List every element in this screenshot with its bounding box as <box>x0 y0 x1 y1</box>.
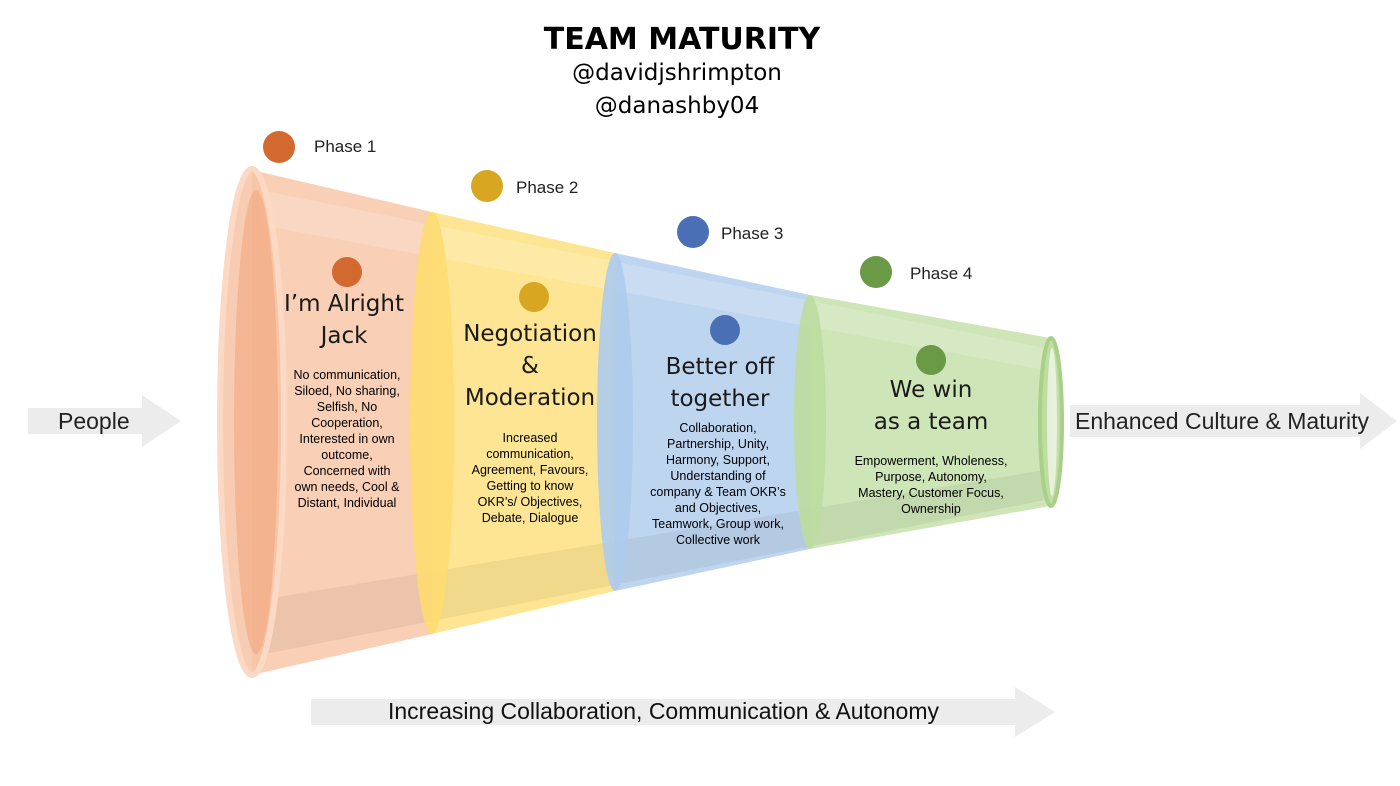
stage-4-title-line: as a team <box>873 409 989 435</box>
stage-3-description-line: Collaboration, <box>679 421 757 435</box>
output-arrow-label: Enhanced Culture & Maturity <box>1075 408 1370 434</box>
diagram-title: TEAM MATURITY <box>543 22 821 57</box>
phase-4-funnel-section <box>810 295 1050 549</box>
phase-1-marker-icon <box>263 131 295 163</box>
stage-3-description: Collaboration, Partnership, Unity, Harmo… <box>638 420 798 548</box>
phase-2-label: Phase 2 <box>516 178 579 197</box>
stage-3-description-line: Understanding of <box>670 469 766 483</box>
phase-1-funnel-section <box>252 170 432 675</box>
stage-1-description-line: No communication, <box>293 368 401 382</box>
stage-4-description-line: Purpose, Autonomy, <box>875 470 987 484</box>
bottom-arrow-label: Increasing Collaboration, Communication … <box>388 698 940 724</box>
stage-2-description-line: Increased <box>502 431 558 445</box>
stage-4-dot-icon <box>916 345 946 375</box>
stage-1-description-line: Cooperation, <box>311 416 383 430</box>
phase-4-marker-icon <box>860 256 892 288</box>
phase-2-marker-icon <box>471 170 503 202</box>
stage-2-title: Negotiation & Moderation <box>455 318 605 414</box>
phase-3-junction-ring <box>597 253 633 591</box>
phase-4-junction-ring <box>794 295 826 549</box>
stage-2-description-line: OKR’s/ Objectives, <box>477 495 583 509</box>
stage-1-description-line: Siloed, No sharing, <box>294 384 400 398</box>
stage-1-description-line: outcome, <box>321 448 373 462</box>
funnel-small-end-opening <box>1047 348 1057 496</box>
stage-2-title-line: Negotiation <box>463 321 597 347</box>
stage-4-description-line: Empowerment, Wholeness, <box>854 454 1008 468</box>
stage-1-description-line: Interested in own <box>299 432 395 446</box>
stage-3-title: Better off together <box>640 351 800 415</box>
stage-4-description-line: Mastery, Customer Focus, <box>858 486 1004 500</box>
stage-2-description: Increased communication, Agreement, Favo… <box>459 430 601 526</box>
tube-inner-shadow <box>260 470 1045 655</box>
stage-2-description-line: communication, <box>486 447 574 461</box>
bottom-arrow <box>311 687 1055 737</box>
stage-4-description-line: Ownership <box>901 502 961 516</box>
stage-1-description-line: Distant, Individual <box>297 496 397 510</box>
phase-3-label: Phase 3 <box>721 224 784 243</box>
stage-3-title-line: together <box>670 386 770 412</box>
phase-2-funnel-section <box>432 212 615 634</box>
author-handle-2: @danashby04 <box>594 93 760 119</box>
tube-inner-shading <box>260 190 1045 370</box>
stage-1-description-line: Selfish, No <box>316 400 378 414</box>
phase-3-funnel-section <box>615 253 810 591</box>
phase-2-junction-ring <box>410 212 454 634</box>
phase-4-label: Phase 4 <box>910 264 973 283</box>
output-arrow <box>1070 393 1397 449</box>
stage-2-description-line: Getting to know <box>486 479 574 493</box>
phase-3-marker-icon <box>677 216 709 248</box>
stage-1-dot-icon <box>332 257 362 287</box>
stage-2-description-line: Agreement, Favours, <box>471 463 589 477</box>
stage-4-title: We win as a team <box>851 374 1011 438</box>
stage-2-description-line: Debate, Dialogue <box>481 511 579 525</box>
stage-1-title-line: Jack <box>320 323 368 349</box>
stage-1-title: I’m Alright Jack <box>269 288 419 352</box>
input-arrow <box>28 395 181 447</box>
stage-4-title-line: We win <box>889 377 973 403</box>
input-arrow-label: People <box>58 408 130 434</box>
stage-3-description-line: company & Team OKR’s <box>650 485 786 499</box>
phase-1-label: Phase 1 <box>314 137 377 156</box>
stage-4-description: Empowerment, Wholeness, Purpose, Autonom… <box>842 453 1020 517</box>
stage-2-title-line: Moderation <box>464 385 596 411</box>
stage-1-description: No communication, Siloed, No sharing, Se… <box>281 367 413 511</box>
stage-1-title-line: I’m Alright <box>284 291 404 317</box>
author-handle-1: @davidjshrimpton <box>572 60 782 86</box>
stage-1-description-line: own needs, Cool & <box>294 480 400 494</box>
stage-3-dot-icon <box>710 315 740 345</box>
stage-3-description-line: Harmony, Support, <box>666 453 770 467</box>
stage-2-title-line: & <box>521 353 539 379</box>
stage-3-description-line: Partnership, Unity, <box>667 437 769 451</box>
stage-1-description-line: Concerned with <box>303 464 391 478</box>
stage-2-dot-icon <box>519 282 549 312</box>
stage-3-description-line: and Objectives, <box>674 501 762 515</box>
funnel-mouth-opening <box>234 190 278 654</box>
stage-3-title-line: Better off <box>665 354 775 380</box>
stage-3-description-line: Teamwork, Group work, <box>652 517 784 531</box>
stage-3-description-line: Collective work <box>675 533 761 547</box>
